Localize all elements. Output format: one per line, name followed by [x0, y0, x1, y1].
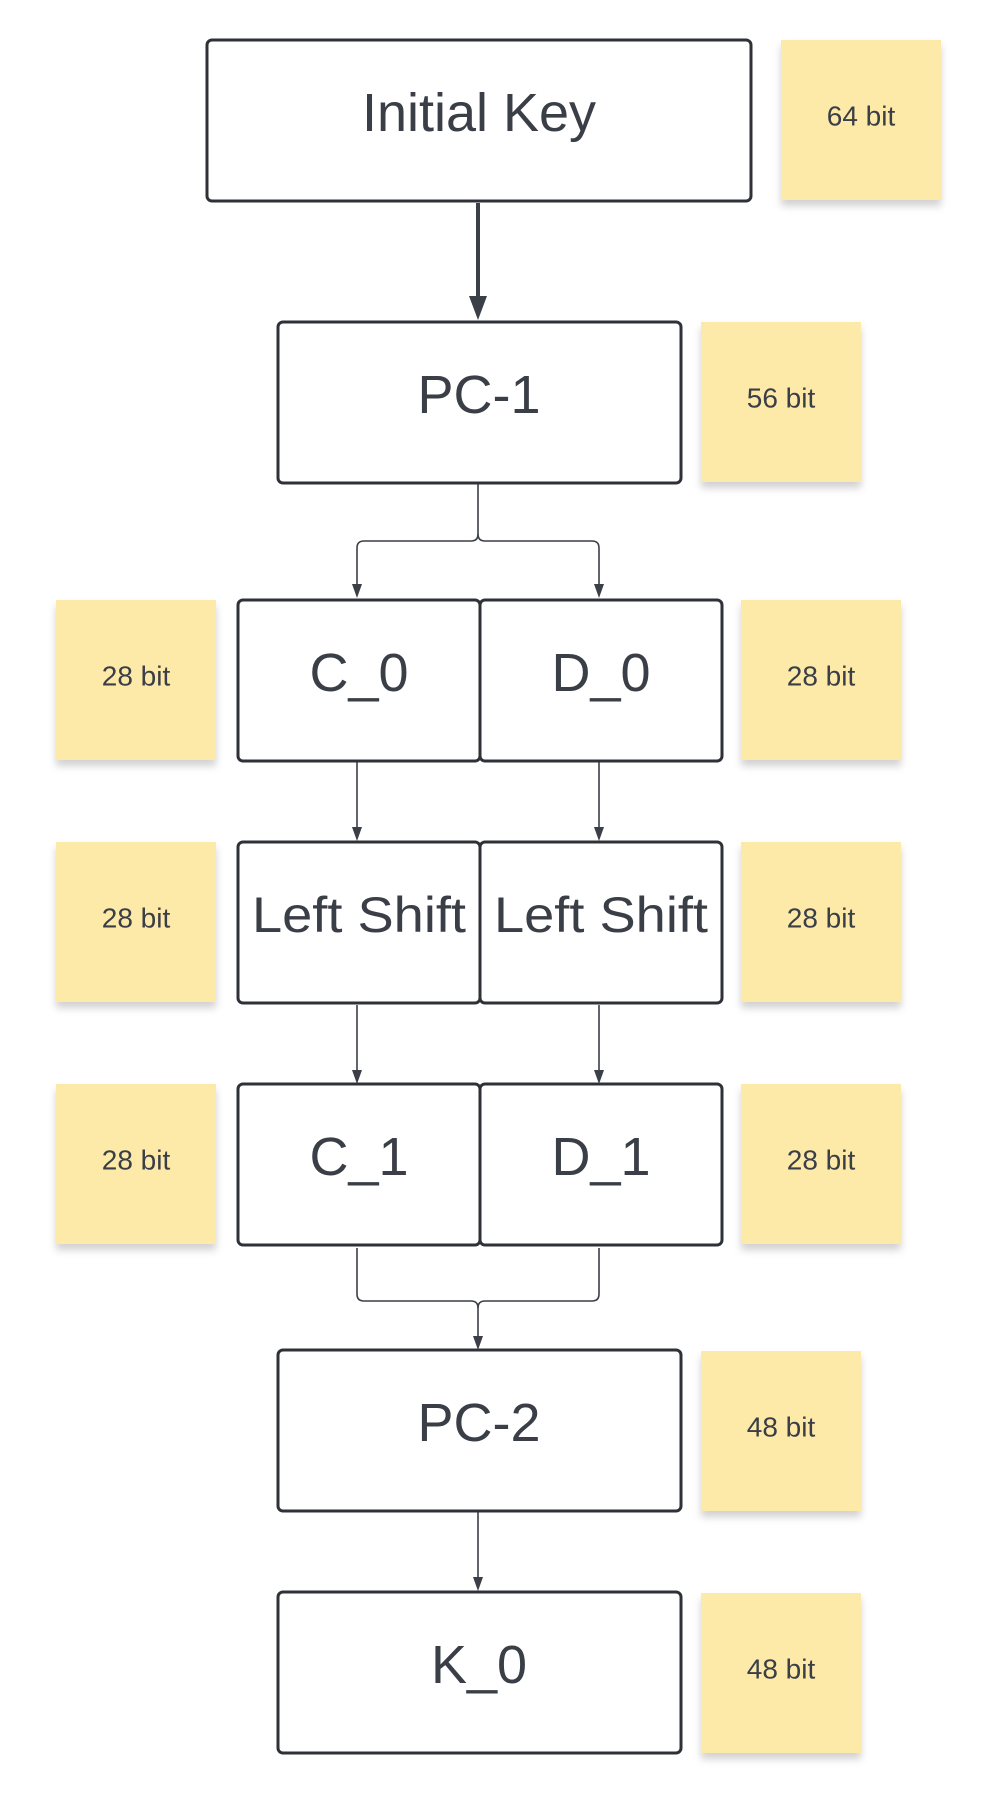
box-pc1: PC-1 [276, 320, 683, 485]
box-label: D_1 [551, 1127, 650, 1187]
note-pc2-bits: 48 bit [701, 1351, 861, 1511]
arrowhead-c1 [352, 1070, 362, 1084]
arrowhead-c0 [352, 584, 362, 598]
note-label: 48 bit [747, 1654, 816, 1685]
note-k0-bits: 48 bit [701, 1593, 861, 1753]
note-label: 28 bit [102, 903, 171, 934]
note-pc1-bits: 56 bit [701, 322, 861, 482]
note-shift-d-bits: 28 bit [741, 842, 901, 1002]
note-label: 48 bit [747, 1412, 816, 1443]
arrowhead-k0 [473, 1577, 483, 1591]
arrowhead-pc2 [473, 1336, 483, 1350]
connector-pc1-to-d0 [477, 533, 600, 587]
box-label: K_0 [431, 1635, 527, 1695]
box-c0: C_0 [236, 598, 482, 763]
box-pc2: PC-2 [276, 1348, 683, 1513]
note-c0-bits: 28 bit [56, 600, 216, 760]
box-d1: D_1 [478, 1082, 724, 1247]
note-label: 28 bit [787, 661, 856, 692]
note-label: 28 bit [102, 661, 171, 692]
note-bg [56, 1084, 216, 1244]
boxes: Initial Key PC-1 C_0 D_0 Left Shift Left… [205, 38, 753, 1755]
connector-c1-merge [356, 1248, 479, 1339]
note-bg [781, 40, 941, 200]
note-label: 28 bit [787, 1145, 856, 1176]
box-k0: K_0 [276, 1590, 683, 1755]
note-bg [741, 842, 901, 1002]
box-label: C_0 [309, 643, 408, 703]
box-c1: C_1 [236, 1082, 482, 1247]
note-bg [701, 1351, 861, 1511]
box-label: PC-1 [417, 365, 540, 425]
note-bg [701, 1593, 861, 1753]
box-left-shift-c: Left Shift [236, 840, 482, 1005]
arrowhead-shift-c [352, 827, 362, 841]
box-d0: D_0 [478, 598, 724, 763]
connector-d1-merge [477, 1248, 600, 1309]
arrowhead-pc1 [469, 296, 487, 320]
note-bg [741, 1084, 901, 1244]
note-initial-key-bits: 64 bit [781, 40, 941, 200]
note-label: 28 bit [102, 1145, 171, 1176]
box-frame [276, 1590, 683, 1755]
box-label: Initial Key [362, 83, 596, 143]
notes: 64 bit 56 bit 28 bit 28 bit 28 bit 28 bi… [56, 40, 941, 1753]
note-d0-bits: 28 bit [741, 600, 901, 760]
note-label: 56 bit [747, 383, 816, 414]
connector-pc1-split [356, 483, 479, 587]
note-bg [56, 600, 216, 760]
note-d1-bits: 28 bit [741, 1084, 901, 1244]
box-label: PC-2 [417, 1393, 540, 1453]
connectors [352, 203, 604, 1591]
box-frame [276, 1348, 683, 1513]
box-frame [478, 840, 724, 1005]
box-label: C_1 [309, 1127, 408, 1187]
arrowhead-d1 [594, 1070, 604, 1084]
note-label: 28 bit [787, 903, 856, 934]
arrowhead-d0 [594, 584, 604, 598]
note-bg [741, 600, 901, 760]
arrowhead-shift-d [594, 827, 604, 841]
box-frame [276, 320, 683, 485]
note-bg [701, 322, 861, 482]
box-left-shift-d: Left Shift [478, 840, 724, 1005]
box-label: D_0 [551, 643, 650, 703]
box-frame [205, 38, 753, 203]
note-shift-c-bits: 28 bit [56, 842, 216, 1002]
note-bg [56, 842, 216, 1002]
box-frame [478, 598, 724, 763]
box-frame [478, 1082, 724, 1247]
box-label: Left Shift [494, 887, 708, 943]
note-label: 64 bit [827, 101, 896, 132]
box-label: Left Shift [252, 887, 466, 943]
note-c1-bits: 28 bit [56, 1084, 216, 1244]
box-initial-key: Initial Key [205, 38, 753, 203]
